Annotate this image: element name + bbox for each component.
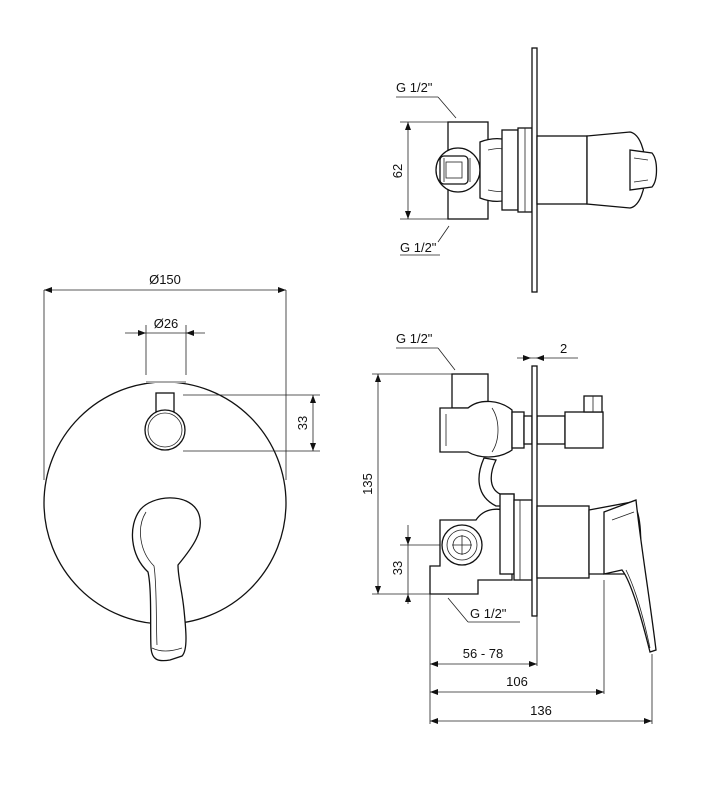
top-view: G 1/2" 62 G 1/2" — [390, 47, 658, 293]
knob-offset-label: 33 — [295, 416, 310, 430]
plate-thickness-label: 2 — [560, 341, 567, 356]
front-view: Ø150 Ø26 33 — [43, 272, 320, 662]
depth-range-label: 56 - 78 — [463, 646, 503, 661]
top-plate — [531, 47, 538, 293]
top-height-label: 62 — [390, 164, 405, 178]
top-thread-bottom-label: G 1/2" — [400, 240, 437, 255]
depth-total-label: 136 — [530, 703, 552, 718]
side-plate — [531, 365, 538, 617]
knob-diameter-label: Ø26 — [154, 316, 179, 331]
side-height-label: 135 — [360, 473, 375, 495]
top-thread-top-label: G 1/2" — [396, 80, 433, 95]
side-thread-top-label: G 1/2" — [396, 331, 433, 346]
side-thread-bottom-label: G 1/2" — [470, 606, 507, 621]
side-view: G 1/2" 2 135 33 — [360, 331, 657, 724]
lever-handle — [131, 497, 201, 662]
depth-body-label: 106 — [506, 674, 528, 689]
diverter-knob — [144, 409, 186, 451]
side-lever — [603, 499, 657, 653]
diameter-label: Ø150 — [149, 272, 181, 287]
side-offset-label: 33 — [390, 561, 405, 575]
